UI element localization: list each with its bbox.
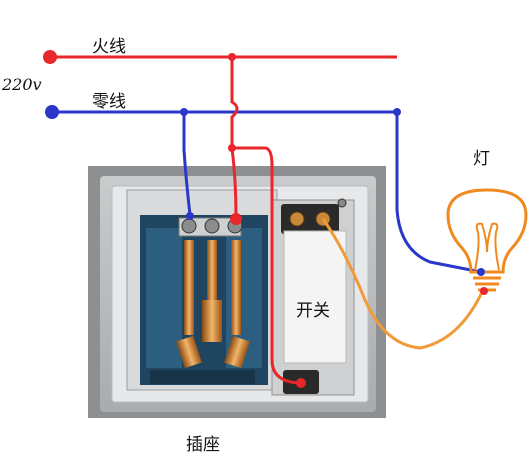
live-source-terminal <box>43 50 57 64</box>
neutral-wire-label: 零线 <box>92 92 126 112</box>
live-wiring <box>43 50 397 388</box>
socket-body <box>126 189 278 391</box>
lamp-label: 灯 <box>473 149 490 169</box>
switch-to-lamp-wire <box>321 218 485 350</box>
neutral-wiring <box>45 105 482 274</box>
neutral-to-lamp <box>395 112 482 274</box>
neutral-to-socket <box>182 112 192 216</box>
socket-label: 插座 <box>186 435 220 455</box>
live-wire-label: 火线 <box>92 37 126 57</box>
neutral-source-terminal <box>45 105 59 119</box>
live-to-socket <box>230 57 239 217</box>
voltage-label: 220v <box>2 75 42 94</box>
switch-label: 开关 <box>296 301 330 321</box>
lightbulb-icon <box>446 188 528 295</box>
live-to-switch <box>232 146 301 385</box>
